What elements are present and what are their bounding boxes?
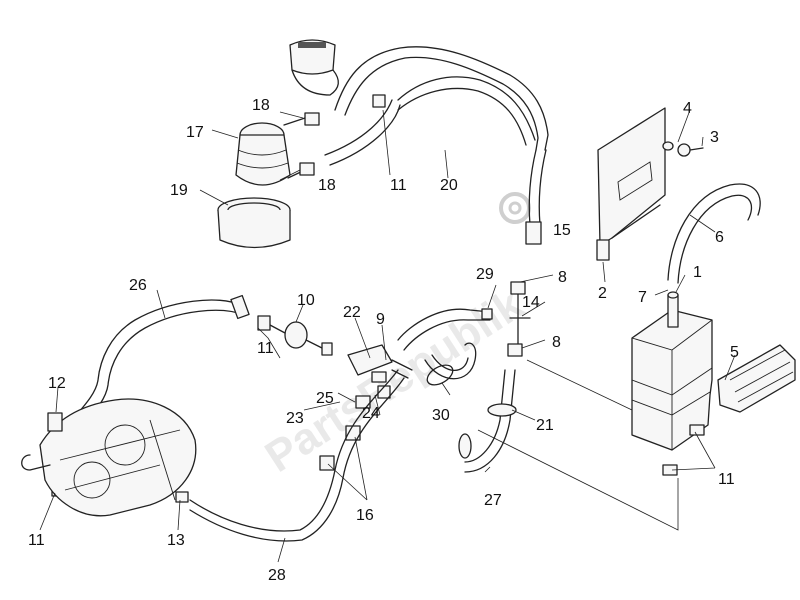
callout-labels: 1 2 3 4 5 6 7 8 8 9 10 11 11 11 11 12 13… — [28, 97, 739, 584]
hose-20 — [324, 46, 549, 245]
callout-21: 21 — [536, 417, 554, 434]
callout-27: 27 — [484, 492, 502, 509]
callout-20: 20 — [440, 177, 458, 194]
callout-8b: 8 — [552, 334, 561, 351]
callout-26: 26 — [129, 277, 147, 294]
callout-10: 10 — [297, 292, 315, 309]
callout-14: 14 — [522, 294, 540, 311]
leader-lines — [39, 109, 736, 563]
hose-6 — [667, 183, 761, 284]
gear-icon — [499, 192, 531, 224]
hose-28 — [189, 308, 491, 542]
callout-5: 5 — [730, 344, 739, 361]
callout-13: 13 — [167, 532, 185, 549]
callout-17: 17 — [186, 124, 204, 141]
valve-9-22 — [347, 344, 413, 383]
callout-18a: 18 — [252, 97, 270, 114]
reservoir-cap — [289, 39, 339, 96]
hose-27 — [458, 369, 517, 473]
callout-7: 7 — [638, 289, 647, 306]
filter-17 — [235, 112, 320, 186]
callout-23: 23 — [286, 410, 304, 427]
callout-22: 22 — [343, 304, 361, 321]
callout-11b: 11 — [257, 340, 274, 357]
valve-10 — [257, 315, 333, 356]
ring-19 — [217, 197, 291, 249]
callout-8a: 8 — [558, 269, 567, 286]
callout-4: 4 — [683, 100, 692, 117]
callout-12: 12 — [48, 375, 66, 392]
callout-24: 24 — [362, 405, 380, 422]
callout-15: 15 — [553, 222, 571, 239]
callout-11c: 11 — [718, 471, 735, 488]
t-fitting-14 — [481, 281, 531, 357]
canister-1 — [631, 291, 713, 451]
callout-19: 19 — [170, 182, 188, 199]
callout-11d: 11 — [28, 532, 45, 549]
callout-29: 29 — [476, 266, 494, 283]
callout-9: 9 — [376, 311, 385, 328]
screw-3-washer-4 — [662, 141, 704, 157]
callout-2: 2 — [598, 285, 607, 302]
callout-30: 30 — [432, 407, 450, 424]
callout-11a: 11 — [390, 177, 407, 194]
callout-25: 25 — [316, 390, 334, 407]
callout-18b: 18 — [318, 177, 336, 194]
callout-16: 16 — [356, 507, 374, 524]
strap-5 — [717, 344, 796, 413]
bracket-2 — [596, 107, 666, 261]
throttle-body — [21, 398, 197, 517]
callout-1: 1 — [693, 264, 702, 281]
callout-6: 6 — [715, 229, 724, 246]
callout-28: 28 — [268, 567, 286, 584]
hose-30 — [424, 342, 477, 386]
callout-3: 3 — [710, 129, 719, 146]
hose-26 — [67, 294, 250, 431]
clamps-23-24-25-16 — [319, 385, 391, 471]
